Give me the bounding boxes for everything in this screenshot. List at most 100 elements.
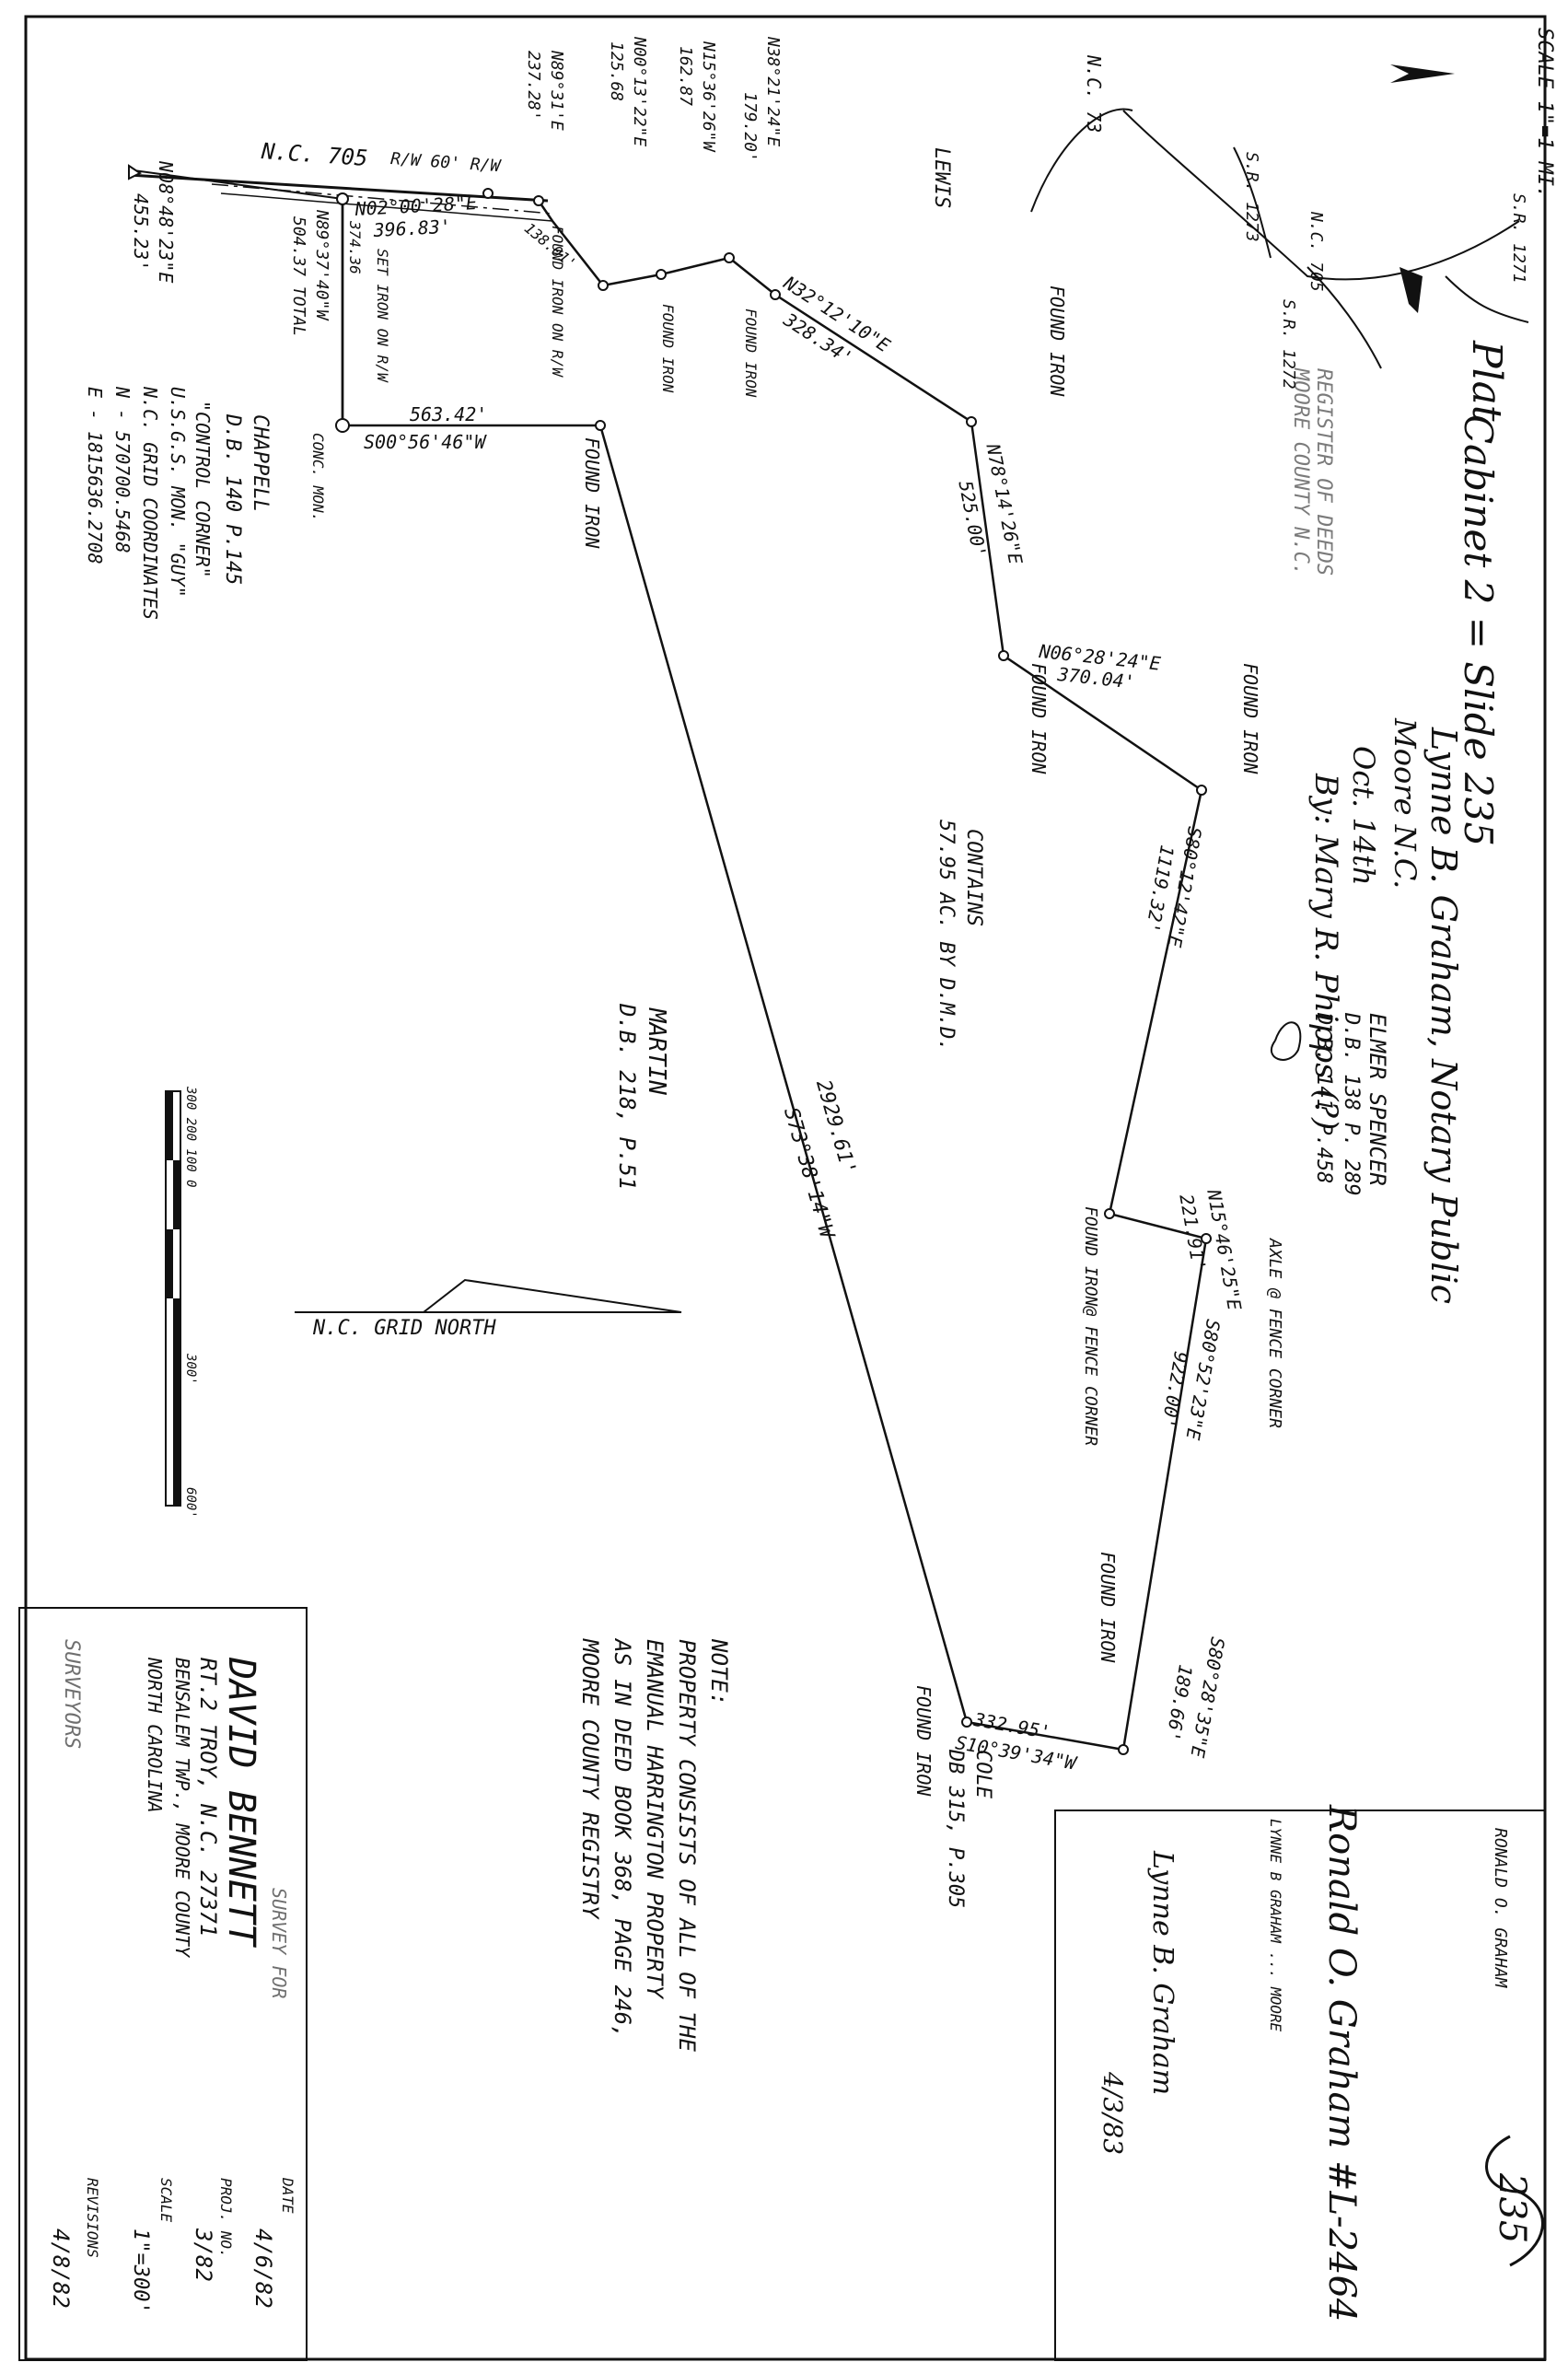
adjoiner-spencer-db2: D.B. 141 P.458 bbox=[1312, 1013, 1335, 1184]
scale-bar-segment bbox=[166, 1091, 173, 1160]
monument bbox=[598, 280, 609, 291]
vicinity-road-label: S.R. 1273 bbox=[1242, 152, 1261, 242]
contains-label: CONTAINS bbox=[962, 829, 985, 926]
scale-bar-segment bbox=[173, 1160, 180, 1229]
distance-label: 504.37 TOTAL bbox=[289, 216, 308, 337]
adjoiner-martin: MARTIN bbox=[643, 1008, 670, 1095]
distance-label: 563.42' bbox=[410, 403, 488, 425]
found-iron-label: FOUND IRON bbox=[1046, 285, 1068, 397]
grid-north-label: N.C. GRID NORTH bbox=[313, 1317, 496, 1340]
site-location-icon bbox=[1400, 267, 1423, 313]
fence-corner-label: FOUND IRON@ FENCE CORNER bbox=[1081, 1206, 1100, 1447]
monument bbox=[961, 1716, 972, 1728]
monument bbox=[533, 195, 544, 206]
note-head: NOTE: bbox=[706, 1639, 732, 1706]
firm-name: SURVEYORS bbox=[60, 1639, 83, 1750]
surveyor-name: RONALD O. GRAHAM bbox=[1491, 1828, 1510, 1988]
page-number-scribble bbox=[1485, 2135, 1544, 2267]
survey-date: 4/6/82 bbox=[250, 2229, 276, 2309]
found-iron-label: FOUND IRON bbox=[912, 1685, 935, 1797]
distance-label: 237.28' bbox=[524, 51, 543, 121]
note-line: PROPERTY CONSISTS OF ALL OF THE bbox=[674, 1639, 700, 2052]
distance-label: 162.87 bbox=[676, 46, 695, 107]
bearing-label: N89°31'E bbox=[547, 51, 566, 131]
adjoiner-spencer: ELMER SPENCER bbox=[1365, 1013, 1390, 1186]
bearing-label: N89°37'40"W bbox=[312, 210, 331, 320]
bearing-label: S00°56'46"W bbox=[364, 431, 486, 453]
found-iron-label: FOUND IRON bbox=[1028, 663, 1050, 774]
sheet-border bbox=[24, 15, 1547, 2361]
scale-bar-segment bbox=[166, 1229, 173, 1298]
vicinity-road-label: S.R. 1271 bbox=[1509, 193, 1528, 284]
found-iron-label: FOUND IRON bbox=[1097, 1552, 1119, 1663]
title-block-divider bbox=[18, 2159, 306, 2357]
set-iron-label: SET IRON ON R/W bbox=[374, 249, 391, 382]
distance-label: 179.20' bbox=[740, 92, 760, 162]
revisions-label: REVISIONS bbox=[84, 2178, 101, 2258]
proj-label: PROJ. NO. bbox=[217, 2178, 235, 2258]
contains-acreage: 57.95 AC. BY D.M.D. bbox=[935, 820, 958, 1052]
monument bbox=[770, 289, 781, 300]
notary-line: Lynne B. Graham, Notary Public bbox=[1423, 727, 1464, 1304]
found-iron-rw-label: FOUND IRON ON R/W bbox=[549, 226, 566, 377]
distance-label: 396.83' bbox=[373, 215, 452, 241]
found-iron-label: FOUND IRON bbox=[742, 308, 760, 398]
proj-number: 3/82 bbox=[191, 2229, 216, 2282]
vicinity-road bbox=[1445, 275, 1529, 323]
adjoiner-lewis: LEWIS bbox=[930, 147, 953, 209]
scale-value: 1"=300' bbox=[129, 2229, 152, 2314]
bearing-label: N38°21'24"E bbox=[763, 37, 783, 147]
monument bbox=[1196, 785, 1207, 796]
vicinity-road bbox=[1030, 108, 1133, 213]
monument bbox=[482, 188, 494, 199]
monument bbox=[1118, 1744, 1129, 1755]
deeds-stamp: MOORE COUNTY N.C. bbox=[1289, 368, 1312, 576]
certificate-date: 4/3/83 bbox=[1098, 2072, 1128, 2156]
client-name: DAVID BENNETT bbox=[220, 1658, 262, 1947]
plat-title: Plat bbox=[1463, 341, 1510, 422]
revision-date: 4/8/82 bbox=[48, 2229, 74, 2309]
adjoiner-cole-db: DB 315, P.305 bbox=[944, 1750, 967, 1909]
north-arrow-icon bbox=[1390, 64, 1455, 83]
monument bbox=[336, 192, 349, 205]
monument bbox=[656, 269, 667, 280]
vicinity-road bbox=[1122, 110, 1520, 281]
found-iron-label: FOUND IRON bbox=[581, 437, 603, 549]
monument bbox=[998, 650, 1009, 661]
note-line: AS IN DEED BOOK 368, PAGE 246, bbox=[610, 1639, 635, 2039]
notary-cert-head: LYNNE B GRAHAM ... MOORE bbox=[1267, 1819, 1284, 2032]
control-bearing: N08°48'23"E bbox=[155, 161, 177, 284]
control-line: U.S.G.S. MON. "GUY" bbox=[167, 387, 189, 598]
note-line: EMANUAL HARRINGTON PROPERTY bbox=[642, 1639, 668, 1999]
client-township: BENSALEM TWP., MOORE COUNTY bbox=[171, 1658, 193, 1958]
road-row-line bbox=[220, 192, 553, 222]
scale-note: SCALE 1"=1 MI. bbox=[1533, 28, 1556, 199]
axle-label: AXLE @ FENCE CORNER bbox=[1265, 1239, 1284, 1428]
bearing-label: N00°13'22"E bbox=[630, 37, 649, 147]
adjoiner-martin-db: D.B. 218, P.51 bbox=[614, 1004, 640, 1191]
client-address: RT.2 TROY, N.C. 27371 bbox=[195, 1658, 221, 1938]
monument bbox=[335, 418, 350, 433]
surveyor-signature: Ronald O. Graham #L-2464 bbox=[1320, 1805, 1363, 2322]
monument bbox=[1104, 1208, 1115, 1219]
control-corner-icon bbox=[128, 164, 142, 180]
vicinity-road bbox=[1233, 146, 1272, 259]
control-line bbox=[133, 169, 343, 200]
signature-mark bbox=[1270, 1021, 1302, 1061]
control-line: "CONTROL CORNER" bbox=[192, 401, 214, 578]
date-label: DATE bbox=[279, 2178, 296, 2214]
scale-bar-tick: 300' bbox=[183, 1354, 198, 1385]
monument bbox=[966, 416, 977, 427]
client-state: NORTH CAROLINA bbox=[144, 1658, 166, 1813]
distance-label: 125.68 bbox=[607, 41, 626, 102]
notary-line: Moore N.C. bbox=[1388, 718, 1423, 890]
scale-bar-segment bbox=[173, 1298, 180, 1506]
monument bbox=[595, 420, 606, 431]
adjoiner-chappell: CHAPPELL bbox=[249, 414, 272, 512]
control-line: N - 570700.5468 bbox=[111, 387, 134, 553]
control-line: N.C. GRID COORDINATES bbox=[139, 387, 161, 620]
scale-bar-tick: 300 200 100 0 bbox=[183, 1087, 198, 1188]
conc-mon-label: CONC. MON. bbox=[309, 433, 327, 522]
scale-bar-tick: 600' bbox=[183, 1487, 198, 1519]
